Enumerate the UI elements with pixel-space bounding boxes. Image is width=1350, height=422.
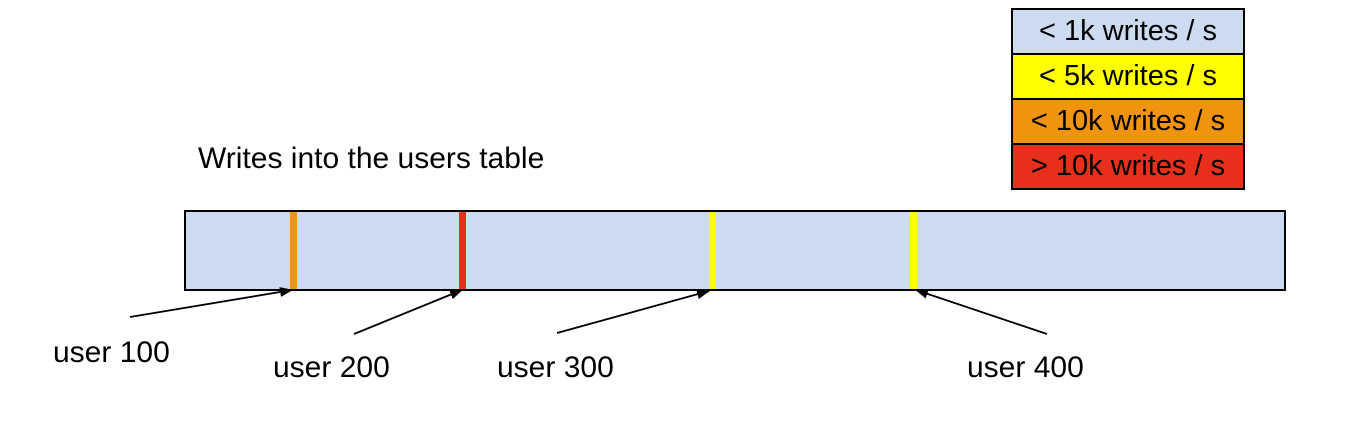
- legend-item-2: < 10k writes / s: [1011, 98, 1245, 145]
- user-label-user-400: user 400: [967, 351, 1084, 384]
- arrow-user-100: [129, 287, 293, 318]
- legend-item-label: < 5k writes / s: [1038, 60, 1218, 92]
- legend-item-3: > 10k writes / s: [1011, 143, 1245, 190]
- legend-item-0: < 1k writes / s: [1011, 8, 1245, 55]
- arrow-user-200: [353, 289, 463, 335]
- user-label-user-300: user 300: [497, 351, 614, 384]
- users-table-bar: [184, 210, 1286, 291]
- user-label-user-200: user 200: [273, 351, 390, 384]
- legend-item-label: > 10k writes / s: [1030, 150, 1226, 182]
- diagram-title: Writes into the users table: [198, 142, 545, 175]
- hotspot-stripe-user-300: [709, 212, 716, 289]
- hotspot-stripe-user-200: [459, 212, 466, 289]
- legend-item-label: < 10k writes / s: [1030, 105, 1226, 137]
- hotspot-stripe-user-400: [910, 212, 917, 289]
- legend: < 1k writes / s < 5k writes / s < 10k wr…: [1011, 8, 1245, 190]
- hotspot-stripe-user-100: [290, 212, 297, 289]
- legend-item-1: < 5k writes / s: [1011, 53, 1245, 100]
- user-label-user-100: user 100: [53, 336, 170, 369]
- arrow-user-400: [915, 289, 1048, 335]
- arrow-user-300: [556, 289, 710, 334]
- legend-item-label: < 1k writes / s: [1038, 15, 1218, 47]
